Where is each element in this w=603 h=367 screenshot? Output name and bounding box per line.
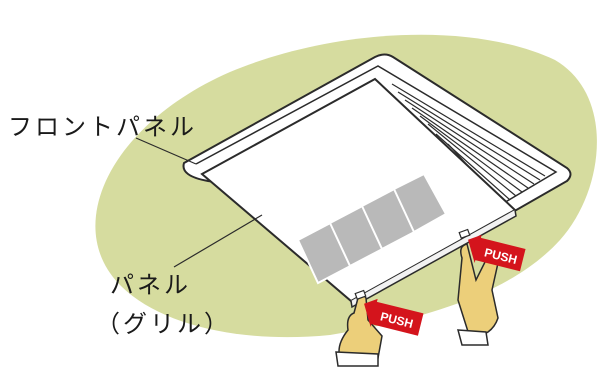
label-panel-grille: （グリル） (96, 304, 231, 339)
label-panel: パネル (110, 265, 191, 300)
label-front-panel: フロントパネル (8, 107, 197, 142)
